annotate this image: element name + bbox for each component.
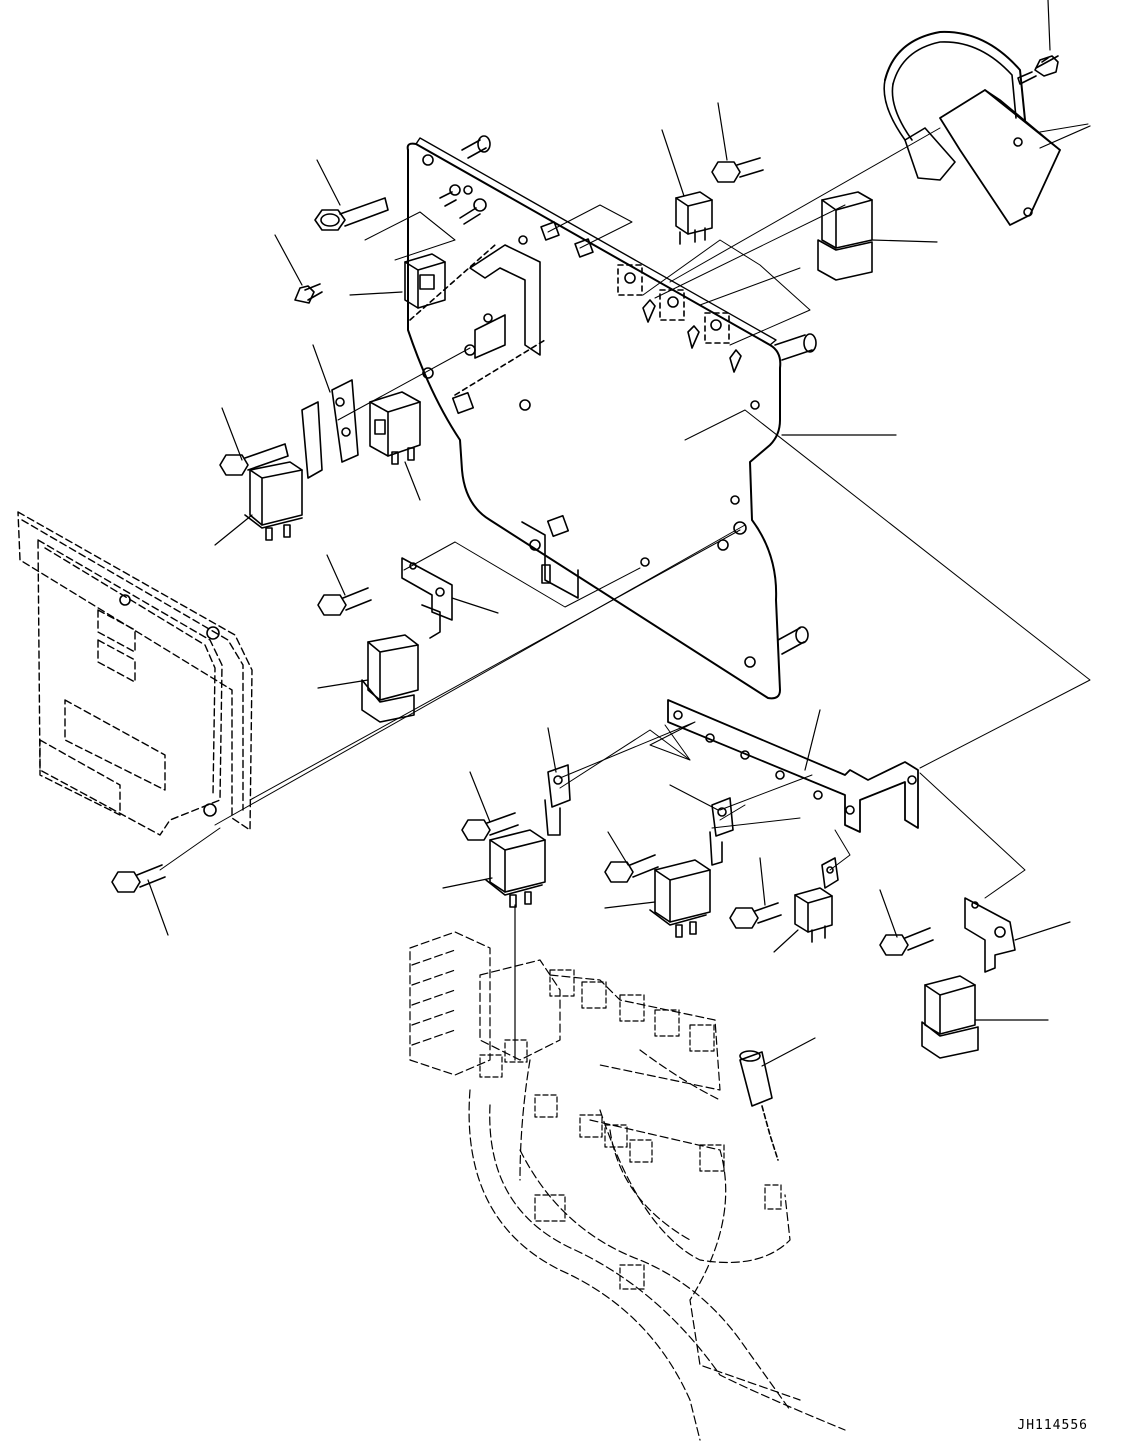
hex-bolt [730, 903, 781, 928]
harness-connectors [480, 970, 781, 1289]
hex-bolt [112, 865, 165, 892]
wire-guard-bracket [884, 32, 1060, 225]
relay-bracket [710, 798, 733, 865]
assembly-lines [160, 124, 1090, 898]
relay [245, 462, 302, 540]
hex-bolt [605, 855, 658, 882]
relay-bracket [545, 765, 570, 835]
lower-bar-bracket [668, 700, 918, 832]
mini-relay [676, 192, 712, 244]
sensor [740, 1051, 778, 1160]
callout-leaders [148, 0, 1090, 1066]
relay [362, 635, 418, 722]
hex-bolt [712, 158, 763, 182]
drawing-code-label: JH114556 [1017, 1418, 1088, 1433]
relay-bracket [965, 898, 1015, 972]
relay [650, 860, 710, 937]
relay [370, 392, 420, 464]
main-mounting-plate [408, 136, 816, 698]
hex-bolt [1018, 56, 1058, 84]
mini-relay [795, 888, 832, 942]
relay-bracket [302, 380, 358, 478]
controller-unit [18, 512, 252, 835]
relay-bracket [402, 558, 452, 638]
inner-bracket [470, 245, 540, 358]
connector-plug [405, 254, 445, 308]
hex-bolt [880, 928, 933, 955]
plate-holes [423, 155, 759, 667]
hex-bolt [220, 444, 288, 475]
hex-bolt [315, 198, 388, 230]
small-screw [440, 185, 486, 224]
relay [922, 976, 978, 1058]
hex-bolt [318, 588, 371, 615]
small-screw [295, 284, 322, 303]
relay-bracket [822, 858, 838, 888]
wire-harness [410, 932, 845, 1440]
hex-bolt [462, 813, 518, 840]
mounting-stud [462, 136, 816, 654]
relay [486, 830, 545, 907]
